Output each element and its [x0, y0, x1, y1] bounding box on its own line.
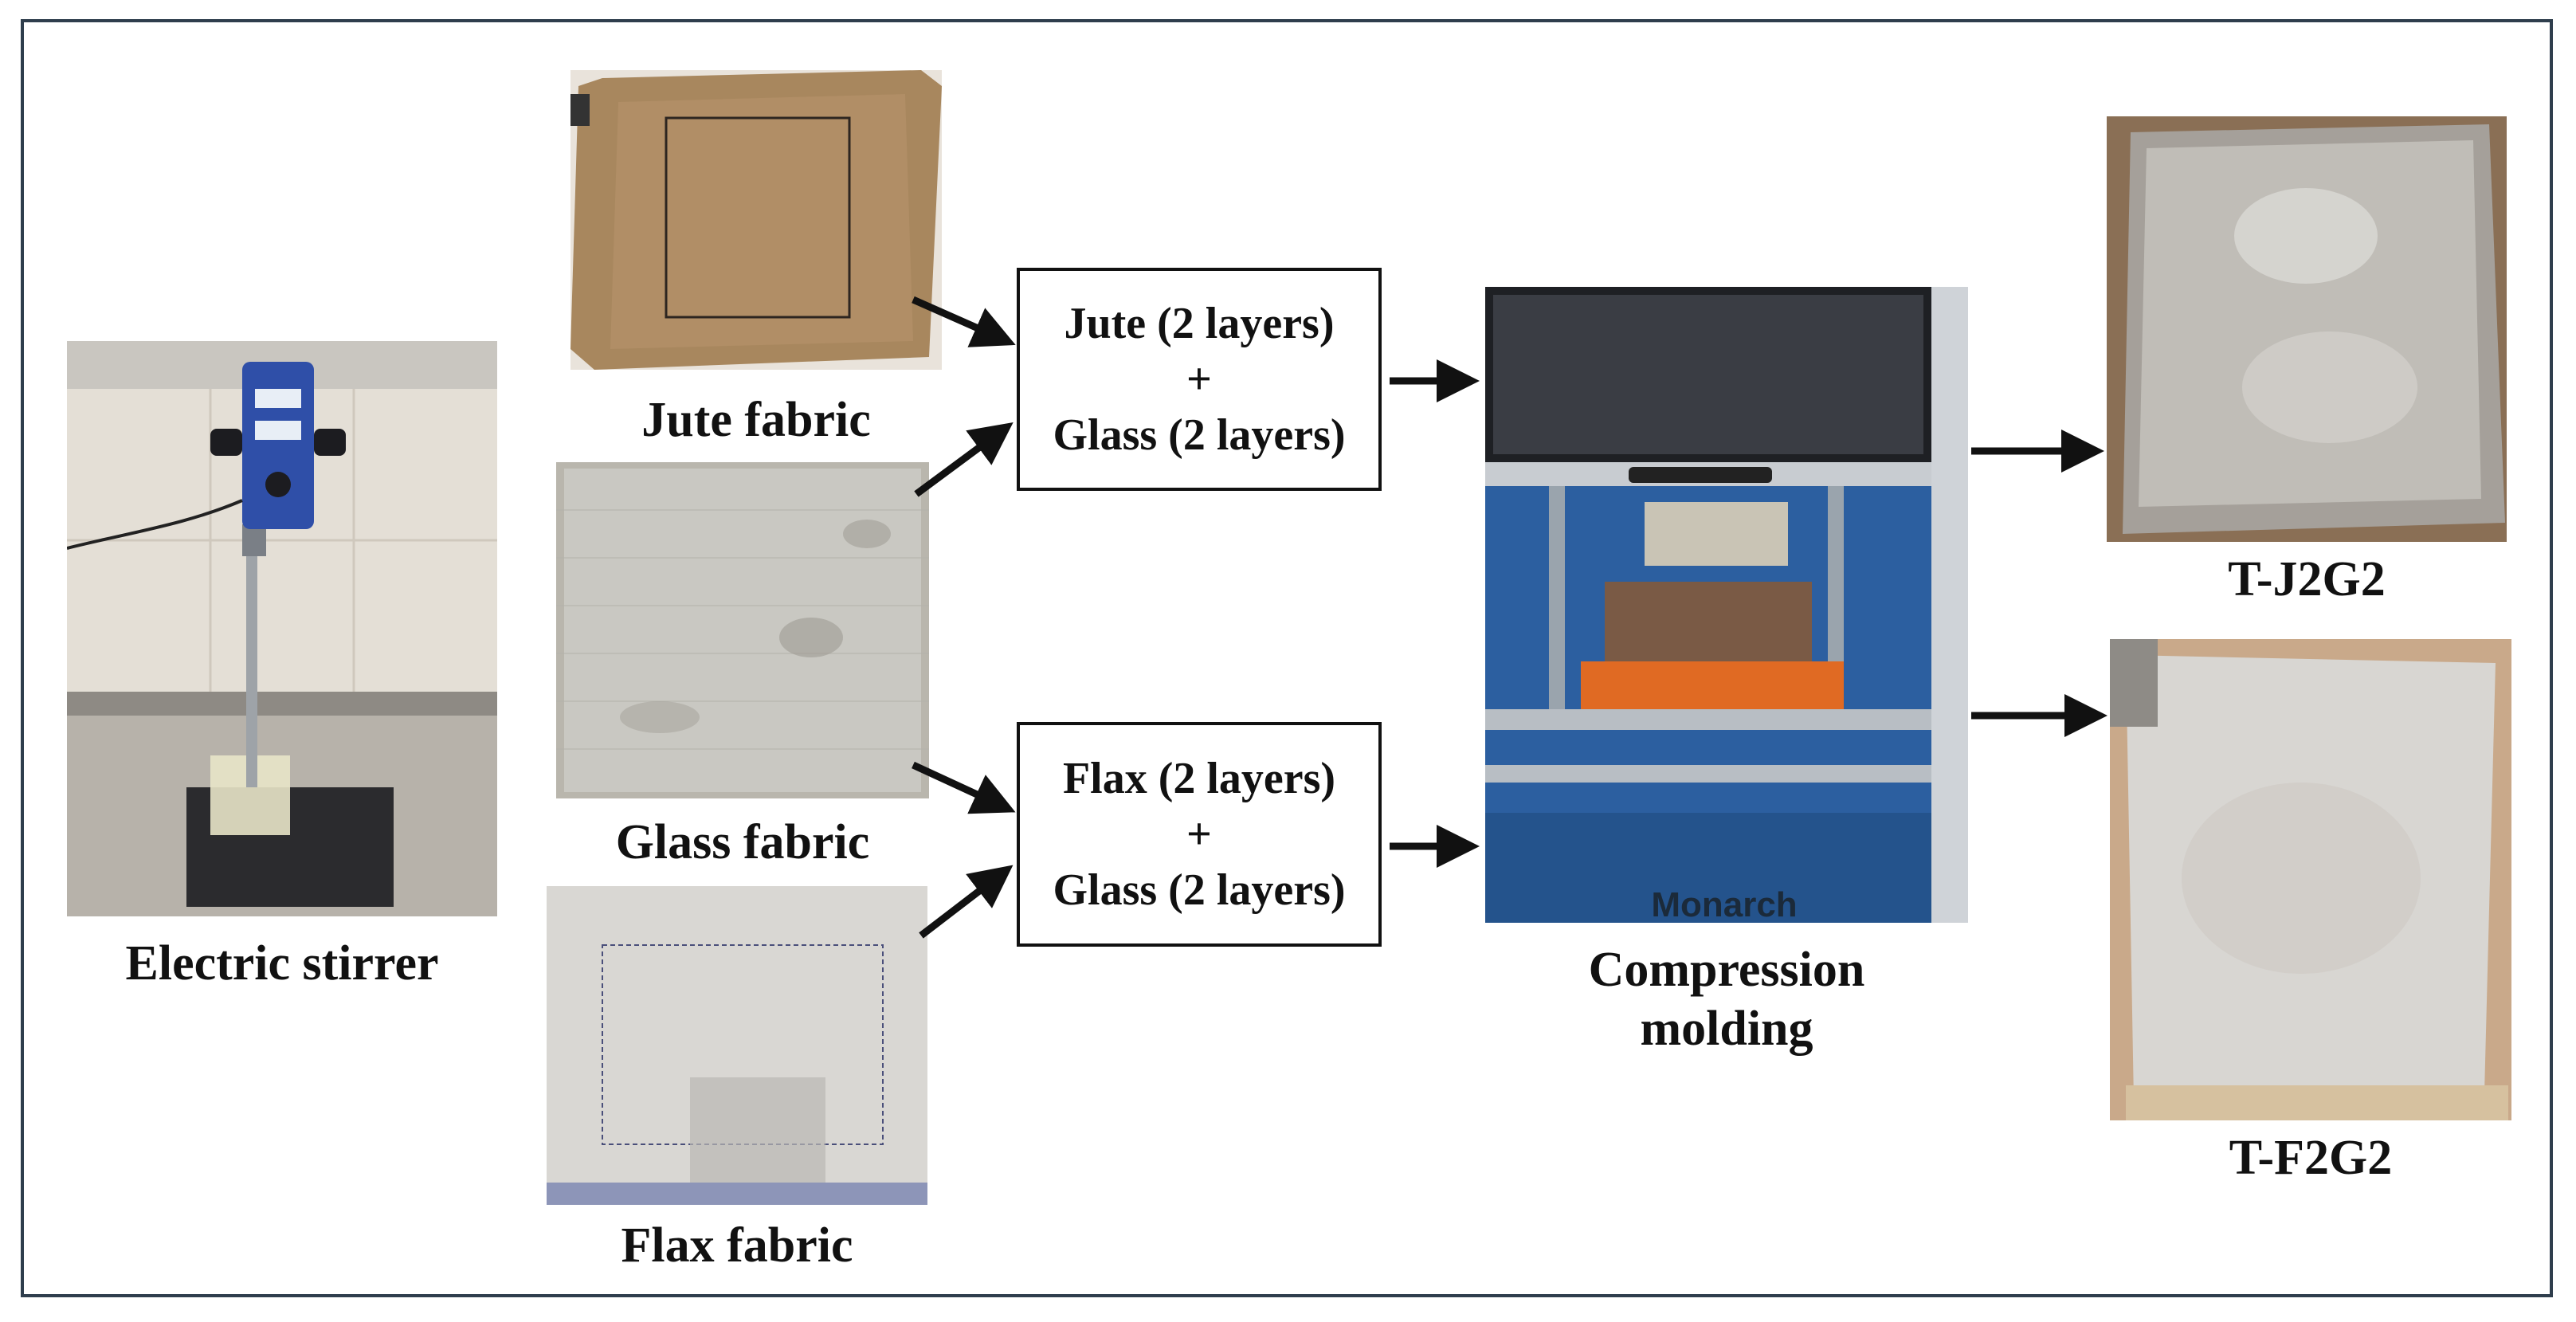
plus-sign: +: [1186, 810, 1212, 859]
jute-fabric-photo: [570, 70, 942, 370]
jute-fabric-label: Jute fabric: [641, 393, 871, 447]
t-j2g2-sample-photo: [2107, 116, 2507, 542]
compression-molding-photo: Monarch: [1485, 287, 1968, 923]
machine-brand-text: Monarch: [1651, 885, 1797, 923]
flax-layers-text: Flax (2 layers): [1062, 754, 1336, 803]
flax-fabric-label: Flax fabric: [621, 1218, 853, 1273]
t-f2g2-sample-photo: [2110, 639, 2511, 1120]
electric-stirrer-photo: [67, 341, 497, 916]
arrow-glass-to-box-bottom: [912, 761, 1016, 814]
glass-fabric-label: Glass fabric: [615, 815, 870, 869]
glass-fabric-photo: [556, 462, 929, 798]
flax-fabric-photo: [547, 886, 927, 1205]
electric-stirrer-label: Electric stirrer: [125, 936, 439, 991]
arrow-jute-to-box: [912, 296, 1016, 347]
flax-glass-combination-box: Flax (2 layers) + Glass (2 layers): [1017, 722, 1382, 947]
glass-layers-text: Glass (2 layers): [1053, 865, 1346, 915]
compression-molding-label: Compression molding: [1485, 940, 1968, 1059]
glass-layers-text: Glass (2 layers): [1053, 410, 1346, 460]
arrow-flax-to-box: [919, 865, 1014, 939]
compression-label-line1: Compression: [1588, 943, 1865, 997]
jute-layers-text: Jute (2 layers): [1064, 299, 1335, 348]
t-f2g2-label-text: T-F2G2: [2229, 1131, 2393, 1185]
plus-sign: +: [1186, 355, 1212, 404]
jute-glass-combination-box: Jute (2 layers) + Glass (2 layers): [1017, 268, 1382, 491]
t-j2g2-label: T-J2G2: [2228, 552, 2386, 606]
arrow-glass-to-box-top: [914, 422, 1014, 497]
compression-label-line2: molding: [1640, 1002, 1813, 1057]
